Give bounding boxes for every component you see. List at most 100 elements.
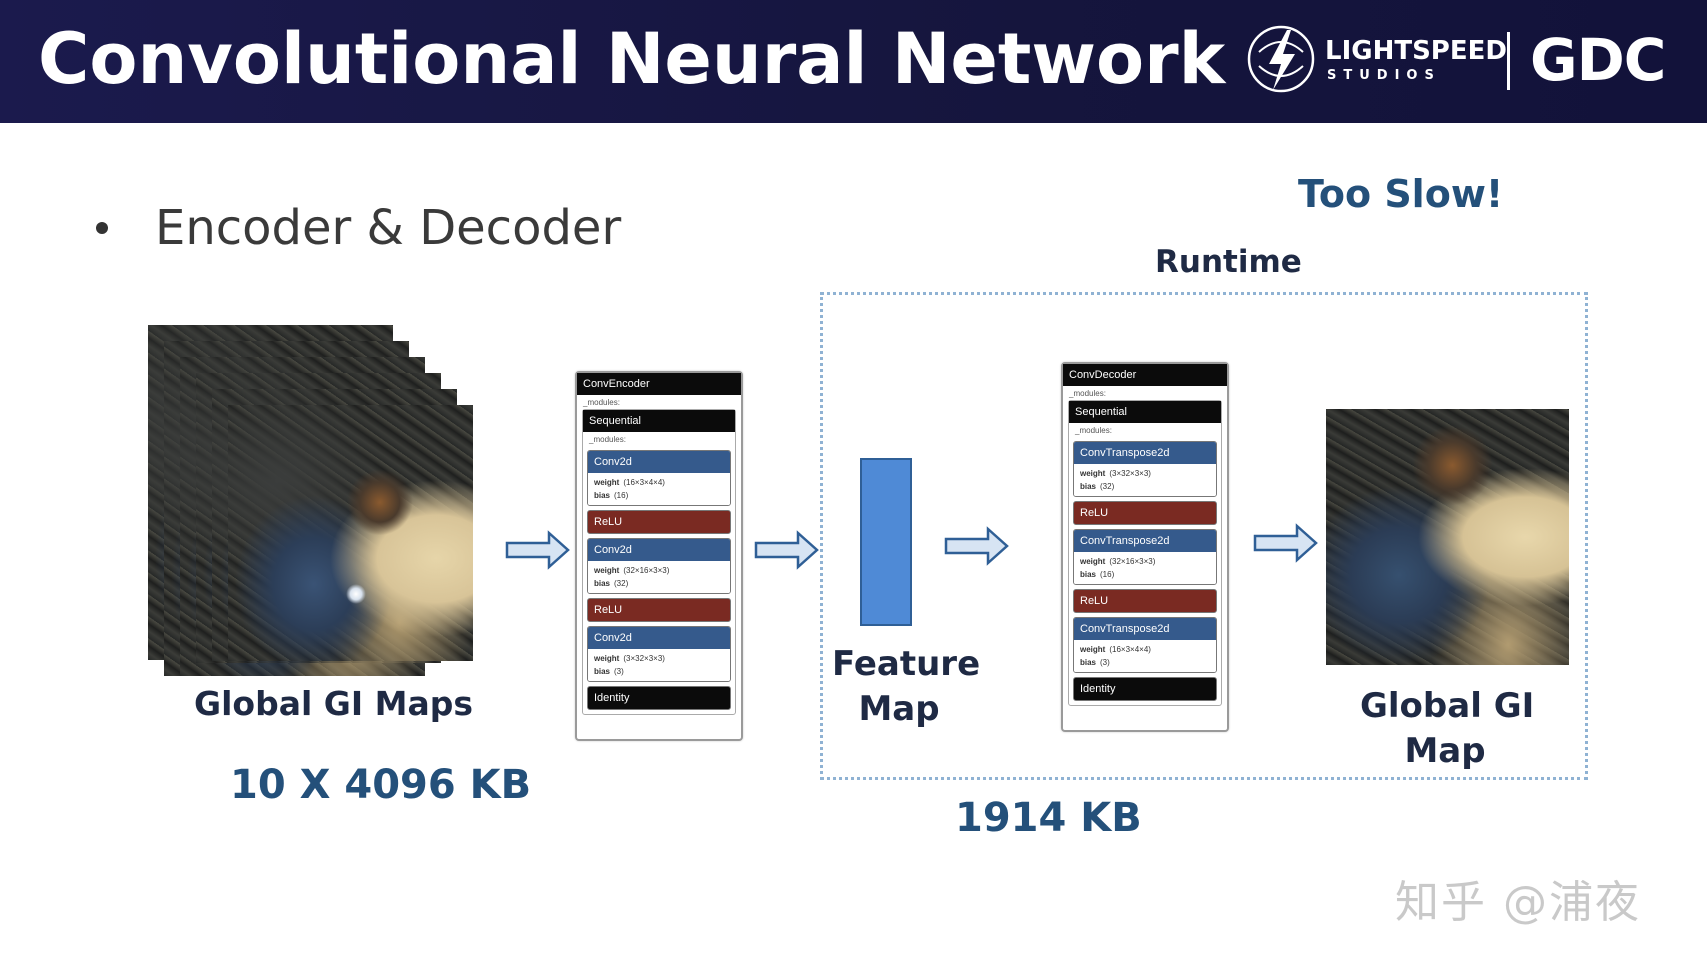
modules-label: _modules: [1069,389,1106,398]
weight-shape: (16×3×4×4) [1109,645,1151,654]
layer-params: weight(3×32×3×3)bias(32) [1074,464,1216,496]
relu-layer: ReLU [587,510,731,534]
relu-layer: ReLU [587,598,731,622]
layer-name: Conv2d [588,627,730,649]
weight-row: weight(32×16×3×3) [1080,555,1210,568]
identity-layer: Identity [1073,677,1217,701]
feature-map-label: Feature Map [832,642,981,732]
watermark: 知乎 @浦夜 [1395,877,1641,928]
bias-shape: (16) [614,491,629,500]
global-gi-maps-stack [148,325,478,676]
bias-shape: (3) [614,667,624,676]
output-gi-map-image [1326,409,1569,665]
right-arrow-icon [505,530,570,570]
right-arrow-icon [754,530,819,570]
modules-label: _modules: [583,398,620,407]
gi-map-image [228,405,473,661]
global-gi-map-label: Global GI Map [1360,684,1535,774]
bullet-text: Encoder & Decoder [155,200,622,256]
identity-layer: Identity [587,686,731,710]
weight-label: weight [594,654,620,663]
logo-group: LIGHTSPEED STUDIOS GDC [1245,22,1685,102]
encoder-title: ConvEncoder [577,373,741,395]
sequential-title: Sequential [1069,401,1221,423]
bullet-point [96,222,108,234]
logo-subtitle: STUDIOS [1327,68,1441,83]
weight-shape: (3×32×3×3) [623,654,665,663]
conv-decoder-panel: ConvDecoder _modules: Sequential _module… [1061,362,1229,732]
light-glow [345,584,366,605]
output-size-label: 1914 KB [955,795,1142,841]
logo-divider [1507,32,1510,90]
bias-row: bias(32) [594,577,724,590]
bias-label: bias [594,667,611,676]
feature-map-label-line2: Map [858,689,940,729]
bias-label: bias [1080,570,1097,579]
bias-row: bias(16) [594,489,724,502]
relu-layer: ReLU [1073,589,1217,613]
header-bar: Convolutional Neural Network LIGHTSPEED … [0,0,1707,123]
weight-label: weight [594,566,620,575]
layer-name: Conv2d [588,539,730,561]
runtime-label: Runtime [1155,244,1302,280]
weight-row: weight(16×3×4×4) [594,476,724,489]
weight-row: weight(32×16×3×3) [594,564,724,577]
layer-params: weight(32×16×3×3)bias(32) [588,561,730,593]
bias-label: bias [1080,658,1097,667]
global-gi-maps-label: Global GI Maps [194,684,473,723]
global-gi-map-label-line1: Global GI [1360,686,1535,726]
bias-label: bias [1080,482,1097,491]
layer-name: ConvTranspose2d [1074,530,1216,552]
layer-name: ConvTranspose2d [1074,442,1216,464]
layer-name: ConvTranspose2d [1074,618,1216,640]
decoder-title: ConvDecoder [1063,364,1227,386]
bias-row: bias(3) [1080,656,1210,669]
gdc-logo: GDC [1530,26,1666,94]
bias-shape: (32) [614,579,629,588]
global-gi-map-label-line2: Map [1404,731,1486,771]
bias-row: bias(3) [594,665,724,678]
slide-title: Convolutional Neural Network [38,18,1226,100]
right-arrow-icon [1253,523,1318,563]
bias-shape: (16) [1100,570,1115,579]
right-arrow-icon [944,526,1009,566]
weight-shape: (32×16×3×3) [623,566,670,575]
sequential-title: Sequential [583,410,735,432]
weight-label: weight [594,478,620,487]
layer-params: weight(16×3×4×4)bias(16) [588,473,730,505]
bias-row: bias(32) [1080,480,1210,493]
weight-row: weight(16×3×4×4) [1080,643,1210,656]
bias-row: bias(16) [1080,568,1210,581]
weight-label: weight [1080,645,1106,654]
feature-map-block [860,458,912,626]
relu-layer: ReLU [1073,501,1217,525]
feature-map-label-line1: Feature [832,644,981,684]
inner-modules-label: _modules: [589,435,626,444]
bias-shape: (32) [1100,482,1115,491]
sequential-block: Sequential _modules: Conv2d weight(16×3×4… [582,409,736,715]
too-slow-label: Too Slow! [1298,172,1504,216]
bias-label: bias [594,579,611,588]
layer-name: Conv2d [588,451,730,473]
weight-shape: (3×32×3×3) [1109,469,1151,478]
weight-row: weight(3×32×3×3) [1080,467,1210,480]
bias-shape: (3) [1100,658,1110,667]
weight-shape: (32×16×3×3) [1109,557,1156,566]
logo-name: LIGHTSPEED [1325,36,1507,66]
weight-row: weight(3×32×3×3) [594,652,724,665]
layer-params: weight(32×16×3×3)bias(16) [1074,552,1216,584]
weight-label: weight [1080,557,1106,566]
layer-params: weight(16×3×4×4)bias(3) [1074,640,1216,672]
conv-encoder-panel: ConvEncoder _modules: Sequential _module… [575,371,743,741]
layer-params: weight(3×32×3×3)bias(3) [588,649,730,681]
weight-label: weight [1080,469,1106,478]
bias-label: bias [594,491,611,500]
